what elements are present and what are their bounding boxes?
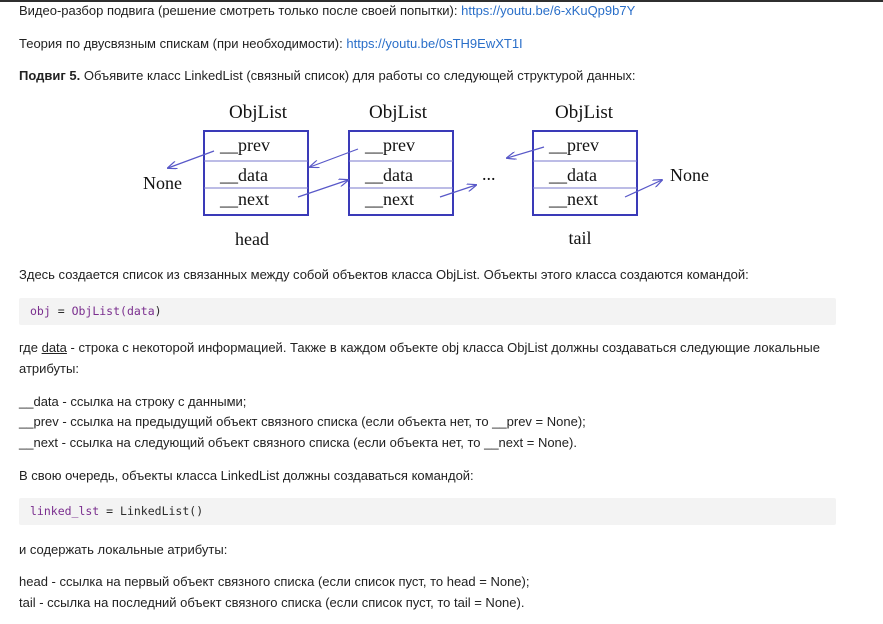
video-link[interactable]: https://youtu.be/6-xKuQp9b7Y [461, 3, 636, 18]
arrow-prev-none [168, 150, 215, 168]
theory-prefix: Теория по двусвязным спискам (при необхо… [19, 36, 347, 51]
arrow-next-ellipsis [439, 185, 476, 198]
task-line: Подвиг 5. Объявите класс LinkedList (свя… [19, 67, 636, 85]
code-close: ) [154, 304, 162, 318]
para-objlist: Здесь создается список из связанных межд… [19, 267, 749, 282]
video-line: Видео-разбор подвига (решение смотреть т… [19, 2, 635, 20]
arrow-next-none [624, 180, 662, 198]
node-caption-head: head [235, 229, 269, 249]
arrow-next-middle [297, 180, 348, 198]
attr-tail: tail - ссылка на последний объект связно… [19, 595, 525, 610]
task-text: Объявите класс LinkedList (связный списо… [80, 68, 636, 83]
node-caption-tail: tail [569, 228, 592, 248]
code-var: obj [30, 304, 51, 318]
none-left-label: None [143, 173, 182, 193]
arrow-prev-middle [507, 146, 545, 158]
para-data-rest: - строка с некоторой информацией. Также … [66, 340, 820, 355]
term-data: data [41, 340, 67, 355]
attr-prev: __prev - ссылка на предыдущий объект свя… [19, 414, 586, 429]
top-border [0, 0, 883, 2]
code-block-linkedlist: linked_lst = LinkedList() [19, 498, 836, 525]
field-data: __data [548, 165, 597, 185]
field-prev: __prev [364, 135, 415, 155]
attr-next: __next - ссылка на следующий объект связ… [19, 435, 577, 450]
node-head: ObjList __prev __data __next head [203, 102, 309, 249]
node-box [203, 130, 309, 216]
node-box [532, 130, 638, 216]
para-data-line1: где data - строка с некоторой информацие… [19, 339, 820, 357]
code-arg: data [126, 304, 155, 318]
field-next: __next [548, 189, 598, 209]
ellipsis: ... [482, 164, 496, 184]
code-call: ObjList( [71, 304, 127, 318]
node-title: ObjList [369, 102, 428, 123]
arrow-prev-head [310, 148, 359, 167]
video-prefix: Видео-разбор подвига (решение смотреть т… [19, 3, 462, 18]
none-right-label: None [670, 165, 709, 185]
code-block-objlist: obj = ObjList(data) [19, 298, 836, 325]
field-data: __data [219, 165, 268, 185]
code-op: = [50, 304, 72, 318]
node-middle: ObjList __prev __data __next [348, 102, 454, 216]
field-prev: __prev [548, 135, 599, 155]
para-local-attrs: и содержать локальные атрибуты: [19, 542, 228, 557]
node-box [348, 130, 454, 216]
node-title: ObjList [229, 102, 288, 123]
theory-line: Теория по двусвязным спискам (при необхо… [19, 35, 523, 53]
field-data: __data [364, 165, 413, 185]
code-op: = [99, 504, 121, 518]
code-linkedlist: linked_lst = LinkedList() [30, 504, 203, 518]
code-objlist: obj = ObjList(data) [30, 304, 162, 318]
field-next: __next [219, 189, 269, 209]
code-var: linked_lst [30, 504, 100, 518]
para-data-line2: атрибуты: [19, 361, 79, 376]
linked-list-diagram: ObjList __prev __data __next head ObjLis… [143, 102, 709, 249]
attr-data: __data - ссылка на строку с данными; [19, 394, 247, 409]
node-title: ObjList [555, 102, 614, 123]
node-tail: ObjList __prev __data __next tail [532, 102, 638, 248]
theory-link[interactable]: https://youtu.be/0sTH9EwXT1I [346, 36, 523, 51]
para-linkedlist: В свою очередь, объекты класса LinkedLis… [19, 468, 474, 483]
task-title: Подвиг 5. [19, 68, 81, 83]
code-call: LinkedList() [120, 504, 204, 518]
field-next: __next [364, 189, 414, 209]
para-data-prefix: где [19, 340, 42, 355]
attr-head: head - ссылка на первый объект связного … [19, 574, 530, 589]
field-prev: __prev [219, 135, 270, 155]
